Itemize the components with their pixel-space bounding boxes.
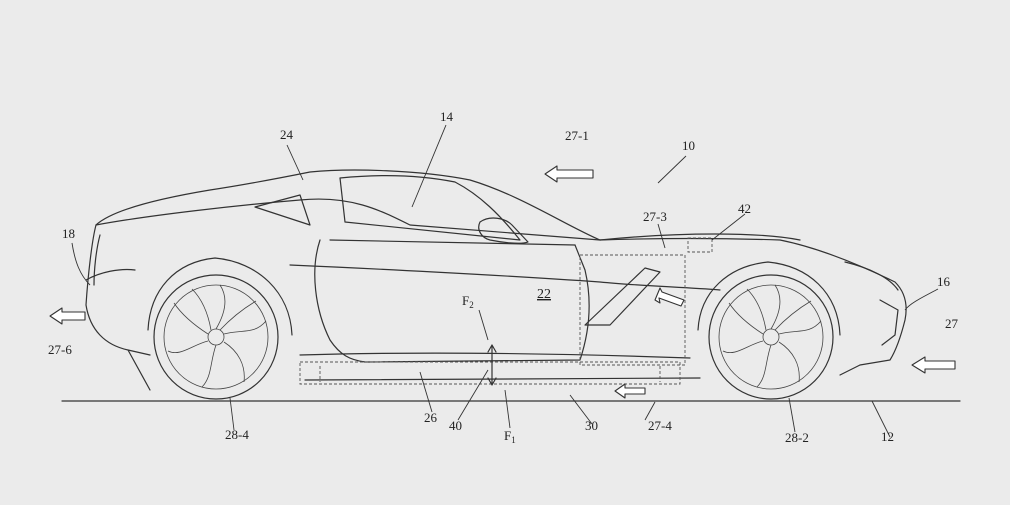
label-28-4: 28-4: [225, 427, 249, 442]
rear-wheel: [147, 257, 293, 400]
label-14: 14: [440, 109, 454, 124]
label-f2: F2: [462, 293, 474, 310]
label-12: 12: [881, 429, 894, 444]
airflow-arrow-27: [911, 356, 956, 374]
label-28-2: 28-2: [785, 430, 809, 445]
front-wheel: [697, 261, 841, 400]
vehicle-body: [85, 169, 907, 391]
label-26: 26: [424, 410, 438, 425]
leader-lines: [71, 124, 939, 438]
label-22: 22: [537, 287, 551, 302]
label-f1: F1: [504, 428, 516, 445]
label-24: 24: [280, 127, 294, 142]
label-16: 16: [937, 274, 951, 289]
label-30: 30: [585, 418, 598, 433]
label-10: 10: [682, 138, 695, 153]
label-27: 27: [945, 316, 959, 331]
label-27-3: 27-3: [643, 209, 667, 224]
underbody-device: [299, 361, 681, 385]
airflow-arrow-27-6: [49, 307, 86, 325]
airflow-arrow-27-4: [614, 383, 646, 399]
label-40: 40: [449, 418, 462, 433]
label-42: 42: [738, 201, 751, 216]
label-27-4: 27-4: [648, 418, 672, 433]
airflow-arrow-27-3: [654, 287, 685, 307]
sensor-box-42: [687, 237, 713, 253]
label-27-6: 27-6: [48, 342, 72, 357]
airflow-arrow-27-1: [544, 165, 594, 183]
label-18: 18: [62, 226, 75, 241]
label-27-1: 27-1: [565, 128, 589, 143]
duct-outline: [579, 254, 686, 366]
force-arrows: [487, 344, 497, 386]
